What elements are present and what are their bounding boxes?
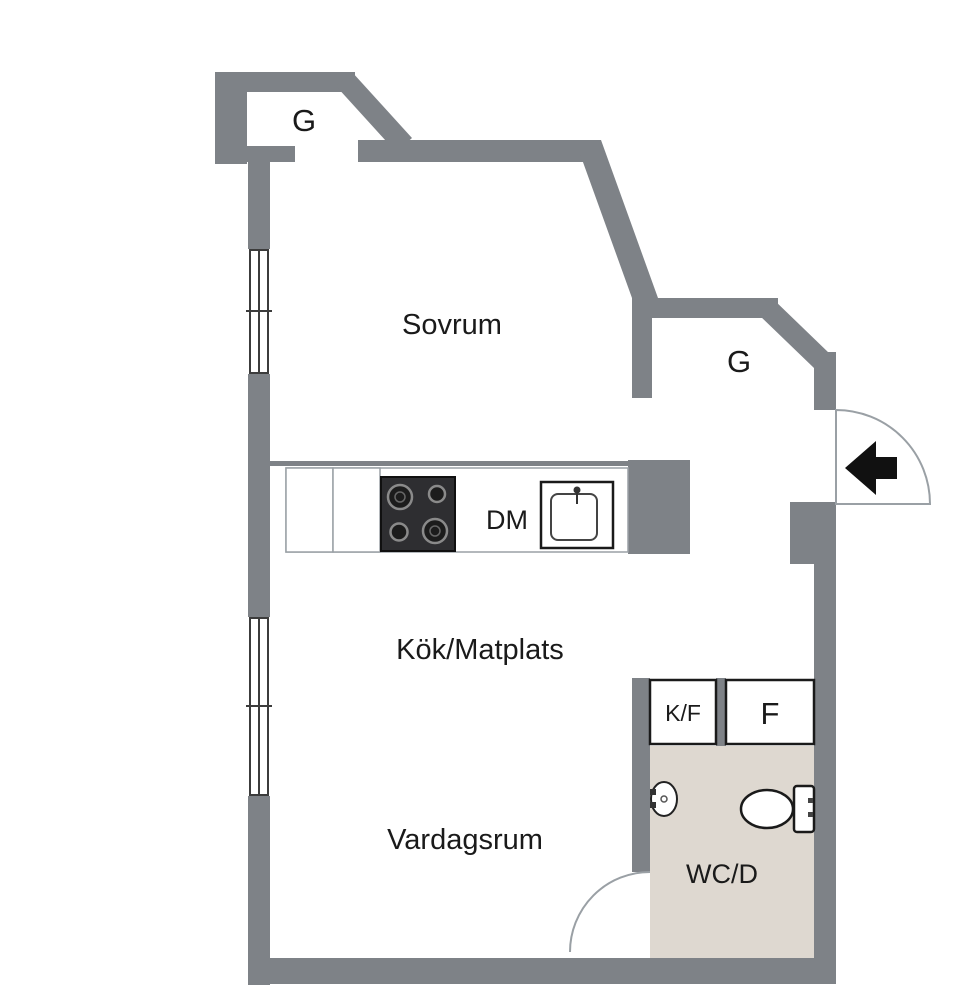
wall-hall-closet-left bbox=[632, 298, 652, 398]
entrance-door bbox=[835, 408, 932, 505]
wall-kitchen-block bbox=[628, 460, 690, 554]
label-freezer: F bbox=[761, 696, 780, 731]
cabinet-2 bbox=[332, 467, 381, 553]
washbasin-icon bbox=[650, 781, 678, 817]
sink-icon bbox=[539, 480, 615, 550]
wall-bedroom-top bbox=[358, 140, 588, 162]
label-bathroom: WC/D bbox=[686, 859, 758, 889]
window-bedroom bbox=[245, 249, 273, 374]
stove-icon bbox=[380, 476, 456, 552]
wall-closet-top bbox=[215, 72, 355, 92]
toilet-bowl bbox=[739, 788, 795, 830]
toilet-icon bbox=[739, 784, 816, 834]
washbasin-bowl bbox=[650, 781, 678, 817]
bathroom-floor bbox=[650, 746, 814, 958]
label-living-room: Vardagsrum bbox=[387, 824, 543, 856]
wall-bedroom-diagonal bbox=[575, 140, 658, 298]
washbasin-tap bbox=[650, 789, 656, 795]
wc-door-arc bbox=[569, 871, 651, 953]
wall-wc-left bbox=[632, 746, 650, 872]
entrance-arrow-icon bbox=[845, 441, 897, 495]
toilet-button bbox=[808, 812, 813, 817]
washbasin-drain bbox=[660, 795, 668, 803]
label-dishwasher: DM bbox=[486, 505, 528, 535]
burner-ring bbox=[394, 491, 406, 503]
burner bbox=[427, 484, 447, 504]
label-fridge-freezer: K/F bbox=[665, 700, 701, 726]
wall-left-upper bbox=[248, 146, 270, 250]
sink-basin bbox=[550, 493, 598, 541]
labels: G Sovrum G DM Kök/Matplats K/F F Vardags… bbox=[292, 103, 780, 889]
burner-ring bbox=[429, 525, 441, 537]
wall-appliance-separator bbox=[716, 678, 726, 746]
wall-right-middle bbox=[814, 564, 836, 680]
wall-hall-closet-diagonal bbox=[758, 298, 830, 368]
wall-left-middle bbox=[248, 373, 270, 618]
toilet-button bbox=[808, 798, 813, 803]
washbasin-tap bbox=[650, 802, 656, 808]
burner bbox=[421, 517, 449, 545]
label-wardrobe-bedroom: G bbox=[292, 103, 316, 138]
freezer-box bbox=[724, 678, 816, 746]
sink-faucet bbox=[573, 486, 581, 494]
wall-right-upper bbox=[814, 352, 836, 410]
wall-entry-pillar bbox=[790, 502, 836, 564]
wall-left-lower bbox=[248, 795, 270, 985]
burner bbox=[389, 522, 409, 542]
window-living-room bbox=[245, 617, 273, 796]
wall-right-lower bbox=[814, 680, 836, 958]
wall-bottom bbox=[248, 958, 836, 984]
label-wardrobe-hall: G bbox=[727, 344, 751, 379]
kitchen-counter bbox=[285, 467, 629, 553]
burner bbox=[386, 483, 414, 511]
wall-appliance-left-stub bbox=[632, 678, 650, 746]
wall-hall-closet-top bbox=[648, 298, 778, 318]
label-bedroom: Sovrum bbox=[402, 309, 502, 341]
walls bbox=[215, 72, 836, 985]
cabinet-1 bbox=[285, 467, 334, 553]
wall-closet-diagonal bbox=[336, 72, 412, 152]
fridge-freezer-box bbox=[648, 678, 718, 746]
toilet-tank bbox=[792, 784, 816, 834]
wall-kitchen-partition bbox=[270, 461, 628, 466]
label-kitchen: Kök/Matplats bbox=[396, 634, 564, 666]
